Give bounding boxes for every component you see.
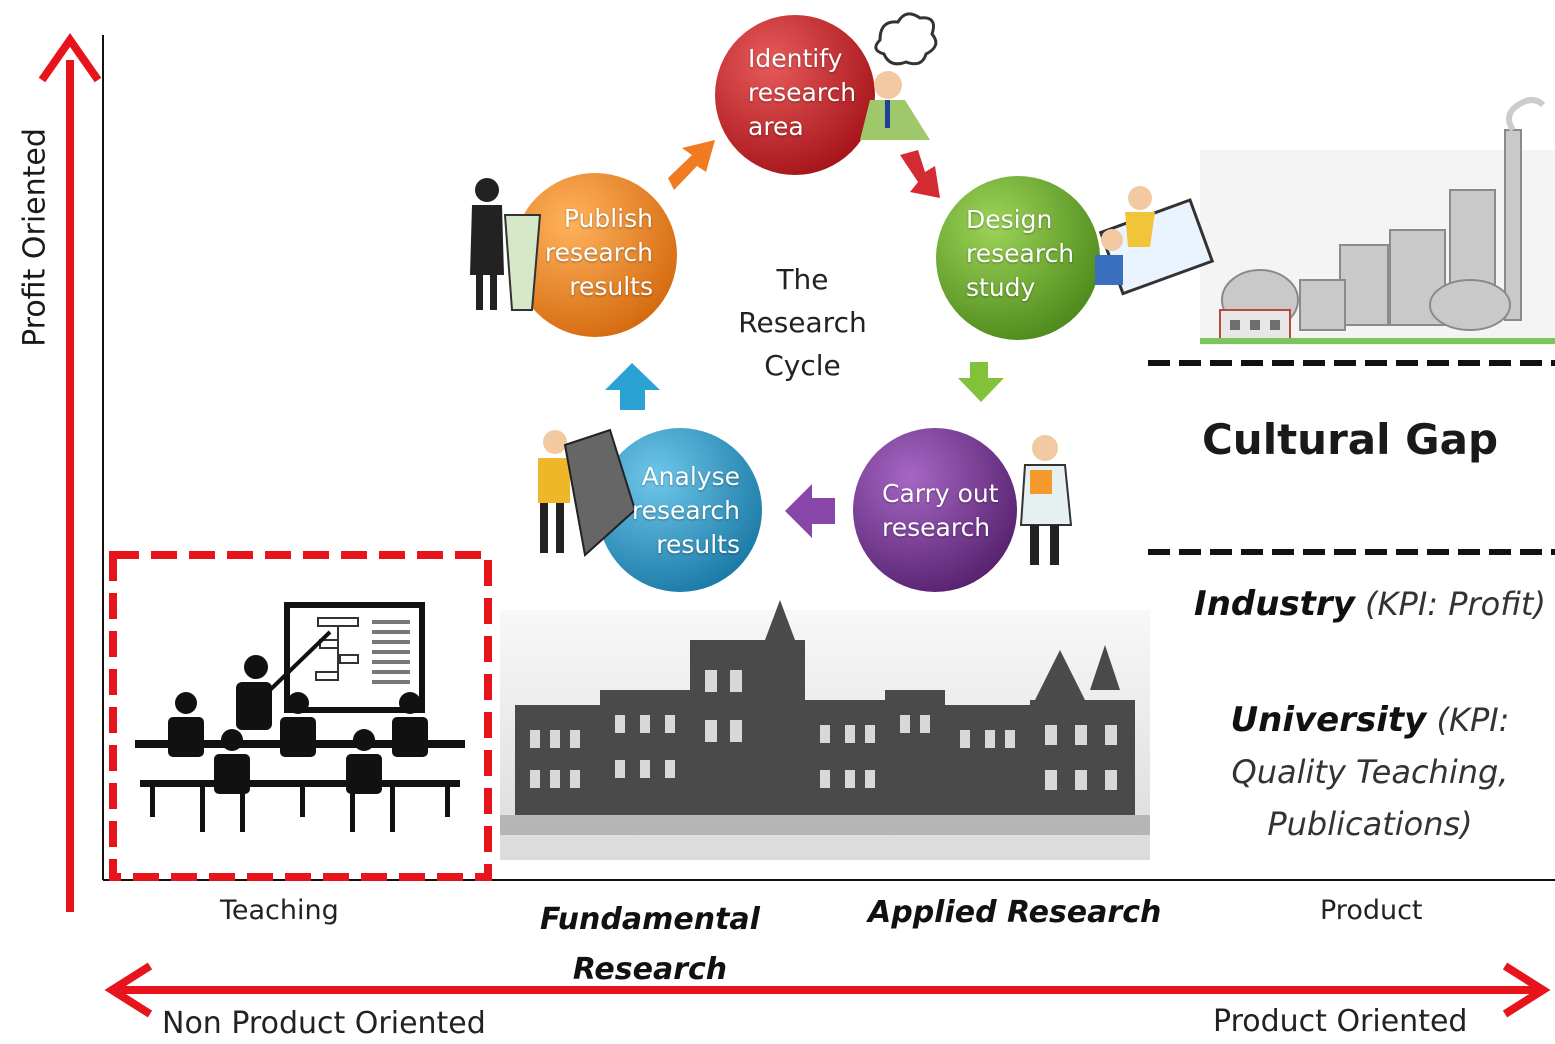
university-name: University	[1230, 700, 1427, 740]
classroom-illustration	[135, 602, 465, 832]
teaching-highlight-box	[109, 551, 492, 881]
cultural-gap-title: Cultural Gap	[1201, 415, 1499, 464]
arrow-publish-to-identify	[668, 140, 715, 190]
x-axis-left-label: Non Product Oriented	[162, 1006, 486, 1041]
industry-kpi: (KPI: Profit)	[1365, 585, 1546, 623]
cycle-step-identify-circle	[715, 15, 875, 175]
cycle-step-analyse-circle	[598, 428, 762, 592]
category-product: Product	[1320, 895, 1423, 926]
research-cycle-title: The Research Cycle	[738, 263, 867, 382]
y-axis-arrow	[38, 33, 102, 912]
cycle-step-carryout-circle	[853, 428, 1017, 592]
arrow-carryout-to-analyse	[785, 484, 835, 538]
cycle-step-design-circle	[936, 176, 1100, 340]
arrow-design-to-carryout	[958, 362, 1004, 402]
scientist-figure-icon	[1019, 435, 1073, 565]
cycle-step-publish-label: Publish research results	[544, 204, 653, 301]
designer-figure-icon	[1095, 186, 1215, 296]
category-fundamental-research: Fundamental Research	[540, 902, 760, 987]
cycle-step-design-label: Design research study	[966, 205, 1075, 302]
x-axis-arrow	[104, 962, 1551, 1018]
cycle-step-analyse-label: Analyse research results	[631, 462, 740, 559]
arrow-analyse-to-publish	[605, 363, 660, 410]
category-applied-research: Applied Research	[868, 895, 1162, 930]
university-illustration	[500, 600, 1150, 860]
cycle-step-publish-circle	[513, 173, 677, 337]
analyst-figure-icon	[538, 428, 637, 557]
factory-illustration	[1200, 97, 1555, 345]
thinker-figure-icon	[860, 12, 938, 140]
category-teaching: Teaching	[220, 895, 339, 926]
cycle-step-carryout-label: Carry out research	[882, 479, 999, 542]
university-kpi-block: University (KPI: Quality Teaching, Publi…	[1190, 694, 1550, 850]
y-axis-label: Profit Oriented	[17, 128, 53, 347]
cycle-step-identify-label: Identify research area	[748, 44, 857, 141]
presenter-figure-icon	[470, 178, 542, 311]
x-axis-right-label: Product Oriented	[1213, 1004, 1468, 1039]
industry-name: Industry	[1194, 584, 1355, 624]
arrow-identify-to-design	[900, 150, 940, 198]
industry-kpi-block: Industry (KPI: Profit)	[1190, 578, 1550, 630]
university-kpi: (KPI: Quality Teaching, Publications)	[1231, 701, 1510, 843]
